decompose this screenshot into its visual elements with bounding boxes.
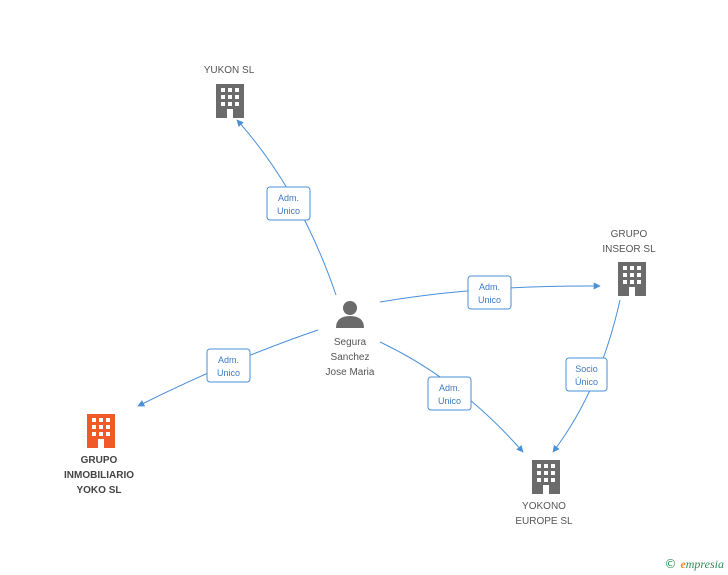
edge-label-line: Adm. xyxy=(439,383,460,393)
copyright-icon: © xyxy=(664,557,677,571)
node-yokono[interactable]: YOKONO EUROPE SL xyxy=(515,460,573,527)
edge-label-line: Unico xyxy=(277,206,300,216)
node-label-line: EUROPE SL xyxy=(515,516,573,527)
edge-label-line: Unico xyxy=(217,368,240,378)
node-label-line: Jose Maria xyxy=(326,367,375,378)
node-label-line: Segura xyxy=(334,337,367,348)
node-label-line: INSEOR SL xyxy=(602,244,656,255)
edge-label-line: Socio xyxy=(575,364,598,374)
building-icon xyxy=(618,262,646,296)
brand-name: mpresia xyxy=(685,557,724,571)
node-label-line: YOKONO xyxy=(522,501,566,512)
node-yukon[interactable]: YUKON SL xyxy=(204,65,255,118)
edge-label-to-yokono[interactable]: Adm. Unico xyxy=(427,376,472,411)
edge-label-to-yoko[interactable]: Adm. Unico xyxy=(206,348,251,383)
edge-label-line: Unico xyxy=(478,295,501,305)
edge-label-line: Único xyxy=(575,377,598,387)
edge-label-line: Adm. xyxy=(278,193,299,203)
building-icon xyxy=(216,84,244,118)
edge-label-line: Adm. xyxy=(479,282,500,292)
node-label-line: Sanchez xyxy=(331,352,370,363)
building-icon xyxy=(87,414,115,448)
copyright-footer: ©empresia xyxy=(664,557,724,572)
node-label-line: GRUPO xyxy=(81,455,118,466)
edge-label-to-inseor[interactable]: Adm. Unico xyxy=(467,275,512,310)
building-icon xyxy=(532,460,560,494)
edge-label-line: Unico xyxy=(438,396,461,406)
edge-label-line: Adm. xyxy=(218,355,239,365)
node-label-line: GRUPO xyxy=(611,229,648,240)
person-icon xyxy=(336,301,364,328)
node-label-line: YOKO SL xyxy=(76,485,121,496)
node-inseor[interactable]: GRUPO INSEOR SL xyxy=(602,229,656,296)
node-label-line: INMOBILIARIO xyxy=(64,470,134,481)
node-label-line: YUKON SL xyxy=(204,65,255,76)
edge-label-to-yukon[interactable]: Adm. Unico xyxy=(266,186,311,221)
node-person[interactable]: Segura Sanchez Jose Maria xyxy=(326,301,375,378)
brand-initial: e xyxy=(680,557,686,571)
edge-label-inseor-to-yokono[interactable]: Socio Único xyxy=(565,357,608,392)
node-yoko[interactable]: GRUPO INMOBILIARIO YOKO SL xyxy=(64,414,134,496)
